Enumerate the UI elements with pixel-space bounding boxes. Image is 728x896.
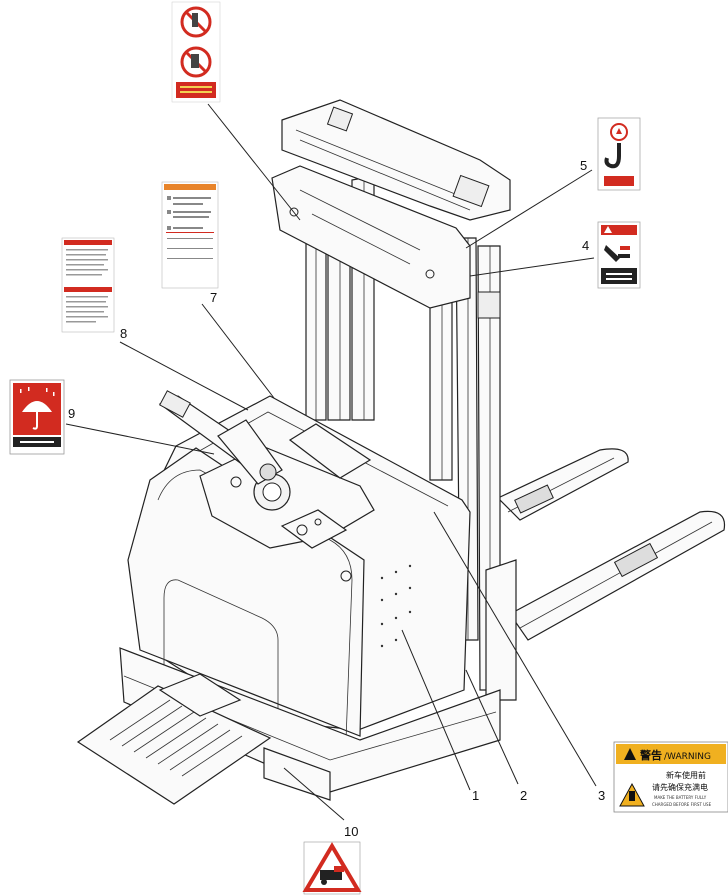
warning-line-3: MAKE THE BATTERY FULLY [654,795,707,800]
operator-platform [76,673,272,805]
callout-7: 7 [210,290,217,305]
safety-notice-label [61,237,115,333]
control-console [199,423,375,549]
prohibition-sign-top [171,1,221,103]
leader-8 [119,341,249,411]
callout-numbers: 5 4 7 8 9 1 2 3 10 [68,158,605,839]
lifting-point-sign [597,117,641,191]
chassis-base [119,647,501,801]
leader-9 [65,423,215,455]
warning-line-4: CHARGED BEFORE FIRST USE [652,802,712,807]
leader-1 [401,629,471,791]
callout-5: 5 [580,158,587,173]
warning-line-2: 请先确保充满电 [652,782,708,792]
callout-10: 10 [344,824,358,839]
operation-instruction-label [161,181,219,289]
leader-4 [469,257,595,277]
pallet-stacker-body [76,99,726,805]
warning-line-1: 新车使用前 [666,770,706,780]
leader-top-sign [207,103,301,221]
fork-upper [496,448,629,521]
callout-3: 3 [598,788,605,803]
callout-9: 9 [68,406,75,421]
pinch-warning-sign [597,221,641,289]
callout-1: 1 [472,788,479,803]
fork-lower [509,510,726,641]
leader-10 [283,767,345,821]
leader-5 [465,169,593,249]
callout-8: 8 [120,326,127,341]
tiller-arm [158,390,283,485]
leader-2 [465,669,519,785]
keep-dry-sign [9,379,65,455]
leader-7 [201,303,275,399]
leader-3 [433,511,597,787]
warning-title-en: /WARNING [664,752,711,762]
warning-title-cn: 警告 [639,748,662,762]
leader-lines [65,103,597,821]
battery-warning-label: 警告 /WARNING 新车使用前 请先确保充满电 MAKE THE BATTE… [613,741,728,813]
callout-4: 4 [582,238,589,253]
callout-2: 2 [520,788,527,803]
foot-crush-warning-sign [302,841,362,895]
